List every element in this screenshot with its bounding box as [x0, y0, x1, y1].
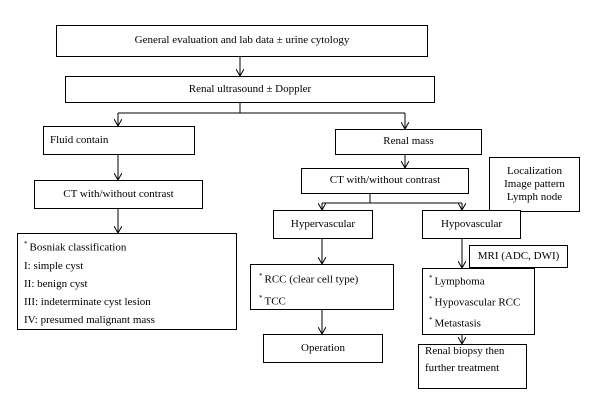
- fluid-contain-label: Fluid contain: [50, 133, 109, 146]
- hypervascular-label: Hypervascular: [290, 217, 356, 230]
- bosniak-class-3: III: indeterminate cyst lesion: [24, 296, 151, 309]
- bosniak-class-1: I: simple cyst: [24, 259, 84, 272]
- metastasis-marker: *: [429, 315, 433, 324]
- rcc-tcc-box: *RCC (clear cell type) *TCC: [250, 264, 394, 310]
- rcc-marker: *: [259, 272, 263, 280]
- bosniak-item: I: simple cyst: [24, 260, 83, 273]
- biopsy-box: Renal biopsy then further treatment: [418, 344, 527, 389]
- tcc-item: *TCC: [259, 294, 286, 309]
- metastasis-item: *Metastasis: [429, 316, 481, 331]
- metastasis-label: Metastasis: [434, 317, 481, 330]
- renal-ultrasound-label: Renal ultrasound ± Doppler: [188, 82, 312, 95]
- mri-box: MRI (ADC, DWI): [469, 245, 568, 268]
- bosniak-class-2: II: benign cyst: [24, 278, 88, 291]
- hypovascular-label: Hypovascular: [440, 217, 503, 230]
- rcc-item: *RCC (clear cell type): [259, 272, 358, 287]
- mri-label: MRI (ADC, DWI): [477, 249, 560, 262]
- operation-box: Operation: [263, 334, 383, 363]
- lymphoma-marker: *: [429, 274, 433, 282]
- lymph-node-line: Lymph node: [506, 191, 563, 204]
- bosniak-item: IV: presumed malignant mass: [24, 314, 155, 327]
- ct-left-box: CT with/without contrast: [34, 180, 203, 209]
- rcc-label: RCC (clear cell type): [264, 273, 359, 286]
- operation-label: Operation: [301, 341, 345, 354]
- ct-left-label: CT with/without contrast: [63, 187, 174, 200]
- ct-right-label: CT with/without contrast: [329, 174, 441, 187]
- bosniak-class-4: IV: presumed malignant mass: [24, 314, 155, 327]
- localization-line: Localization: [507, 164, 562, 177]
- bosniak-marker: *: [24, 240, 28, 248]
- bosniak-label: Bosniak classification: [29, 241, 127, 254]
- bosniak-item: II: benign cyst: [24, 278, 88, 291]
- bosniak-box: *Bosniak classification I: simple cyst I…: [17, 233, 237, 330]
- image-pattern-line: Image pattern: [504, 177, 565, 190]
- lymphoma-item: *Lymphoma: [429, 274, 485, 289]
- tcc-marker: *: [259, 293, 263, 302]
- general-evaluation-box: General evaluation and lab data ± urine …: [56, 25, 428, 57]
- fluid-contain-box: Fluid contain: [43, 126, 195, 155]
- lymphoma-label: Lymphoma: [434, 275, 485, 288]
- hypervascular-box: Hypervascular: [273, 210, 373, 239]
- ct-right-box: CT with/without contrast: [301, 168, 469, 194]
- general-evaluation-label: General evaluation and lab data ± urine …: [134, 34, 350, 47]
- hypovascular-rcc-marker: *: [429, 294, 433, 303]
- localization-box: Localization Image pattern Lymph node: [489, 157, 580, 212]
- biopsy-line-1: Renal biopsy then: [425, 345, 505, 357]
- hypovascular-rcc-item: *Hypovascular RCC: [429, 295, 520, 310]
- hypovascular-box: Hypovascular: [422, 210, 521, 239]
- renal-mass-box: Renal mass: [335, 129, 482, 155]
- tcc-label: TCC: [264, 295, 286, 308]
- bosniak-item: III: indeterminate cyst lesion: [24, 296, 151, 309]
- hypovascular-rcc-label: Hypovascular RCC: [434, 296, 521, 309]
- bosniak-item: *Bosniak classification: [24, 240, 126, 255]
- hypovascular-list-box: *Lymphoma *Hypovascular RCC *Metastasis: [422, 268, 535, 335]
- renal-mass-label: Renal mass: [383, 135, 434, 148]
- renal-ultrasound-box: Renal ultrasound ± Doppler: [65, 76, 435, 103]
- biopsy-line-2: further treatment: [425, 362, 500, 375]
